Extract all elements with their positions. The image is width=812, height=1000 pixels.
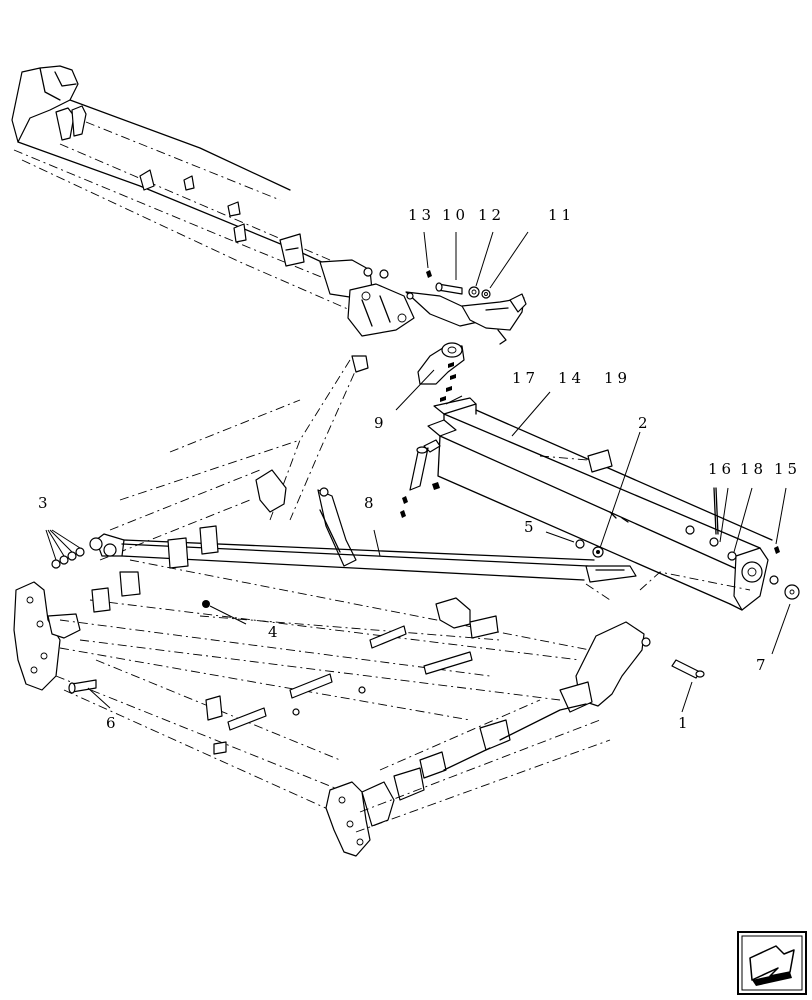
right-wing-arm xyxy=(400,397,800,611)
callout-16: 16 xyxy=(708,460,735,478)
callout-6: 6 xyxy=(106,714,120,732)
callout-7: 7 xyxy=(756,656,770,674)
callout-14: 14 xyxy=(558,369,585,387)
callout-18: 18 xyxy=(740,460,767,478)
callout-3: 3 xyxy=(38,494,52,512)
callout-2: 2 xyxy=(638,414,652,432)
callout-11: 11 xyxy=(548,206,575,224)
diagonal-boom xyxy=(99,355,369,567)
callout-19: 19 xyxy=(604,369,631,387)
left-hardware-part-3 xyxy=(45,529,85,569)
callout-1: 1 xyxy=(678,714,692,732)
upper-pin-hardware xyxy=(426,270,491,299)
tie-bar-part-8 xyxy=(89,533,637,601)
callout-5: 5 xyxy=(524,518,538,536)
callout-13: 13 xyxy=(408,206,435,224)
bolt-part-1 xyxy=(671,659,705,679)
callout-17: 17 xyxy=(512,369,539,387)
link-plate-part-9 xyxy=(417,342,465,402)
leader-lines xyxy=(87,231,791,713)
next-page-arrow-icon[interactable] xyxy=(737,931,807,995)
callout-12: 12 xyxy=(478,206,505,224)
callouts: 13 10 12 11 17 14 19 9 2 16 18 15 3 8 5 … xyxy=(38,206,801,732)
bolt-part-6 xyxy=(68,679,97,694)
callout-10: 10 xyxy=(442,206,469,224)
callout-15: 15 xyxy=(774,460,801,478)
callout-8: 8 xyxy=(364,494,378,512)
lower-frame xyxy=(13,525,651,857)
callout-4: 4 xyxy=(268,623,282,641)
callout-9: 9 xyxy=(374,414,388,432)
upper-frame-beam xyxy=(11,65,527,345)
